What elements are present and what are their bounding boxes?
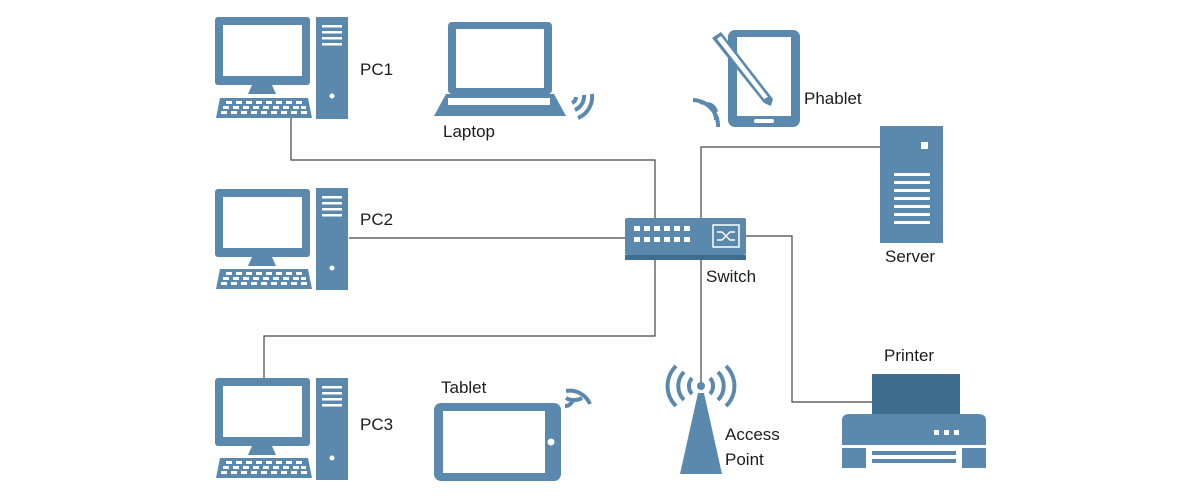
pc1-icon (215, 17, 348, 119)
pc2-label: PC2 (360, 210, 393, 229)
link-switch-printer (746, 235, 872, 403)
connections (263, 118, 880, 403)
phablet-label: Phablet (804, 89, 862, 108)
pc3-icon (215, 378, 348, 480)
server-icon (880, 126, 943, 243)
server-label: Server (885, 247, 935, 266)
access-point-icon (665, 364, 737, 474)
pc2-icon (215, 188, 348, 290)
link-pc3-switch (263, 258, 656, 378)
access-point-label-line2: Point (725, 450, 764, 469)
pc3-label: PC3 (360, 415, 393, 434)
laptop-label: Laptop (443, 122, 495, 141)
link-server-switch (700, 146, 880, 222)
printer-icon (842, 374, 986, 474)
laptop-icon (434, 22, 595, 120)
phablet-icon (692, 30, 800, 128)
printer-label: Printer (884, 346, 934, 365)
access-point-label-line1: Access (725, 425, 780, 444)
link-pc1-switch (290, 118, 656, 222)
tablet-icon (434, 388, 592, 481)
switch-label: Switch (706, 267, 756, 286)
tablet-label: Tablet (441, 378, 487, 397)
switch-icon (625, 218, 746, 260)
pc1-label: PC1 (360, 60, 393, 79)
